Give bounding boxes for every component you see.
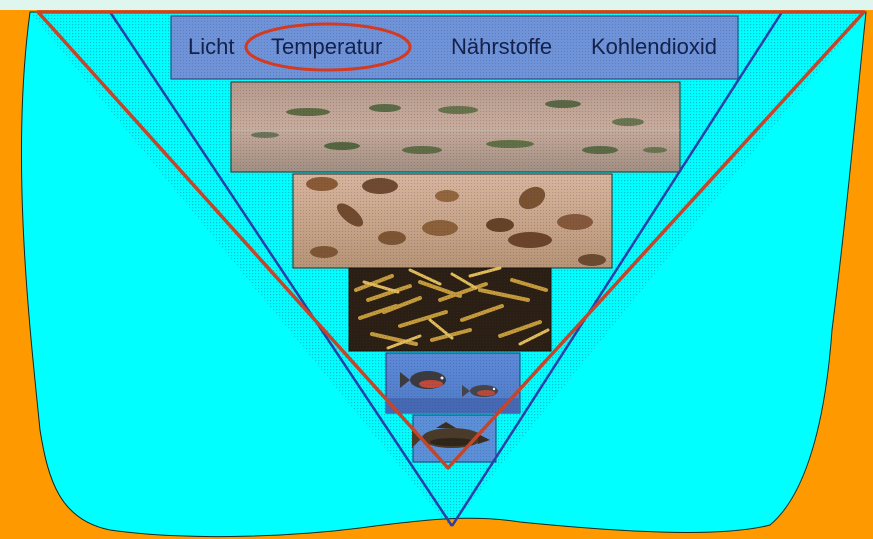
small-fish-photo <box>386 353 520 413</box>
factor-label-light: Licht <box>188 34 234 59</box>
factor-label-temperature: Temperatur <box>271 34 382 59</box>
predatory-fish-photo <box>412 415 496 462</box>
factor-label-carbon-dioxide: Kohlendioxid <box>591 34 717 59</box>
factor-label-nutrients: Nährstoffe <box>451 34 552 59</box>
zooplankton-photo <box>293 174 612 268</box>
small-crustaceans-photo <box>349 268 551 351</box>
top-strip <box>0 0 873 10</box>
phytoplankton-photo <box>231 82 680 172</box>
